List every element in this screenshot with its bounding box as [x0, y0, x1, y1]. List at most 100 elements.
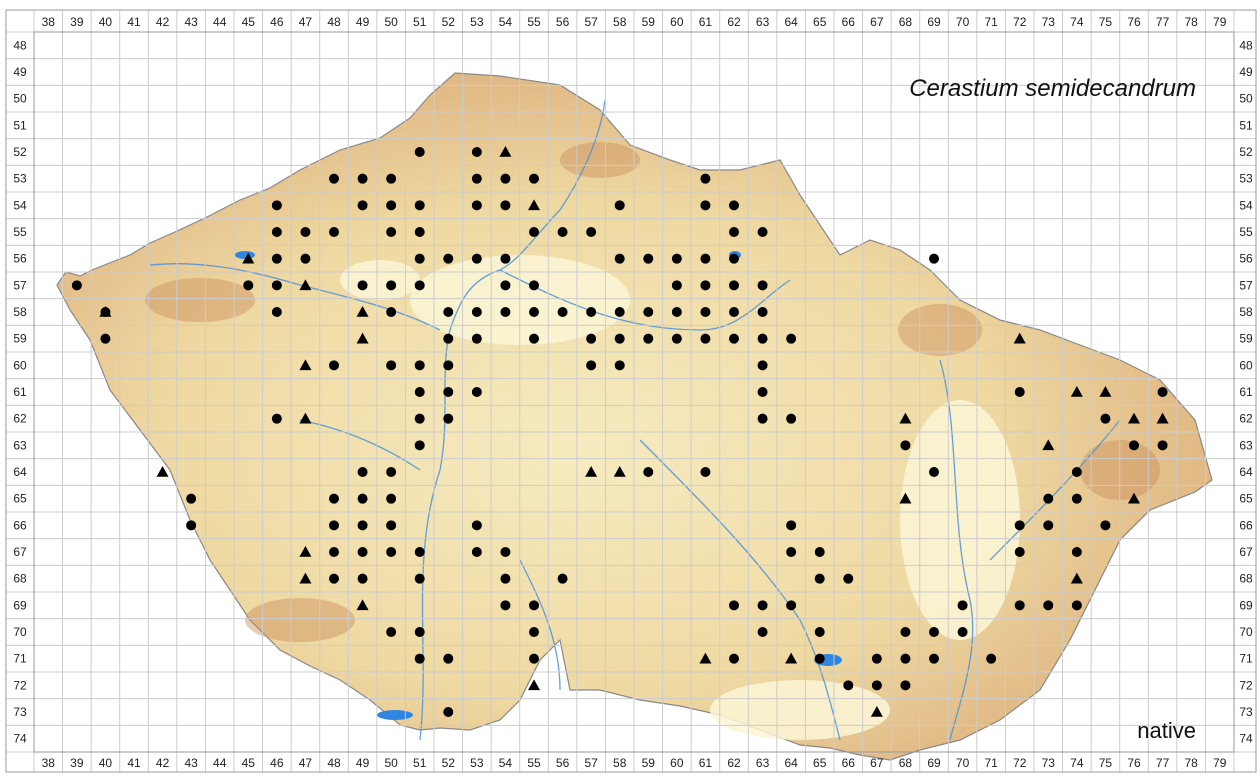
circle-marker [100, 333, 111, 344]
circle-marker [900, 440, 911, 451]
column-label: 65 [813, 15, 827, 29]
column-label: 61 [699, 756, 713, 770]
triangle-marker [242, 252, 255, 264]
circle-marker [529, 280, 539, 291]
circle-marker [1043, 600, 1054, 611]
row-label: 51 [13, 118, 27, 132]
row-label: 58 [1239, 305, 1253, 319]
column-label: 64 [784, 756, 798, 770]
column-label: 74 [1070, 756, 1084, 770]
row-label: 68 [13, 572, 27, 586]
circle-marker [386, 493, 397, 504]
column-label: 44 [213, 15, 227, 29]
circle-marker [271, 200, 282, 211]
circle-marker [443, 413, 454, 424]
circle-marker [1157, 440, 1168, 451]
circle-marker [729, 227, 739, 237]
circle-marker [1014, 547, 1025, 557]
triangle-marker [1042, 439, 1055, 451]
row-label: 65 [13, 492, 27, 506]
circle-marker [500, 547, 511, 557]
circle-marker [1014, 600, 1025, 611]
circle-marker [786, 520, 797, 531]
column-label: 57 [584, 756, 598, 770]
triangle-marker [1099, 386, 1112, 397]
column-label: 52 [442, 15, 456, 29]
column-label: 77 [1156, 756, 1170, 770]
row-label: 68 [1239, 572, 1253, 586]
circle-marker [186, 520, 197, 531]
column-label: 65 [813, 756, 827, 770]
triangle-marker [528, 679, 540, 691]
circle-marker [357, 547, 368, 557]
row-label: 49 [1239, 65, 1253, 79]
circle-marker [529, 653, 539, 664]
circle-marker [500, 200, 511, 211]
circle-marker [414, 280, 425, 291]
circle-marker [471, 307, 482, 317]
triangle-marker [156, 466, 169, 477]
row-label: 56 [1239, 252, 1253, 266]
row-label: 63 [13, 438, 27, 452]
circle-marker [386, 280, 397, 291]
column-label: 59 [642, 756, 656, 770]
triangle-marker [356, 599, 369, 611]
circle-marker [557, 573, 568, 584]
triangle-marker [299, 572, 312, 584]
circle-marker [471, 387, 482, 397]
circle-marker [386, 547, 397, 557]
column-label: 45 [242, 15, 256, 29]
column-label: 46 [270, 15, 284, 29]
column-label: 74 [1070, 15, 1084, 29]
column-label: 67 [870, 756, 884, 770]
circle-marker [300, 253, 311, 264]
row-label: 49 [13, 65, 27, 79]
triangle-marker [356, 306, 369, 317]
circle-marker [1071, 547, 1082, 557]
column-label: 44 [213, 756, 227, 770]
circle-marker [729, 200, 739, 211]
row-label: 61 [13, 385, 27, 399]
circle-marker [329, 547, 339, 557]
column-label: 58 [613, 756, 627, 770]
column-label: 75 [1099, 756, 1113, 770]
circle-marker [386, 360, 397, 371]
circle-marker [729, 253, 739, 264]
circle-marker [757, 627, 768, 637]
circle-marker [357, 520, 368, 531]
circle-marker [757, 333, 768, 344]
circle-marker [443, 653, 454, 664]
circle-marker [957, 600, 968, 611]
circle-marker [386, 200, 397, 211]
circle-marker [1043, 493, 1054, 504]
row-label: 69 [13, 598, 27, 612]
column-label: 69 [927, 15, 941, 29]
circle-marker [386, 467, 397, 477]
row-label: 74 [1239, 732, 1253, 746]
circle-marker [500, 173, 511, 184]
circle-marker [929, 253, 939, 264]
circle-marker [1014, 387, 1025, 397]
triangle-marker [299, 546, 312, 557]
row-label: 70 [13, 625, 27, 639]
column-label: 43 [184, 756, 198, 770]
circle-marker [1129, 440, 1139, 451]
circle-marker [729, 653, 739, 664]
triangle-marker [499, 146, 512, 157]
circle-marker [757, 413, 768, 424]
row-label: 74 [13, 732, 27, 746]
circle-marker [729, 600, 739, 611]
triangle-marker [528, 199, 540, 211]
circle-marker [529, 627, 539, 637]
column-label: 53 [470, 756, 484, 770]
column-label: 75 [1099, 15, 1113, 29]
circle-marker [814, 573, 825, 584]
column-label: 48 [327, 756, 341, 770]
circle-marker [329, 360, 339, 371]
column-label: 38 [42, 15, 56, 29]
circle-marker [414, 440, 425, 451]
circle-marker [729, 307, 739, 317]
circle-marker [471, 520, 482, 531]
column-label: 63 [756, 15, 770, 29]
